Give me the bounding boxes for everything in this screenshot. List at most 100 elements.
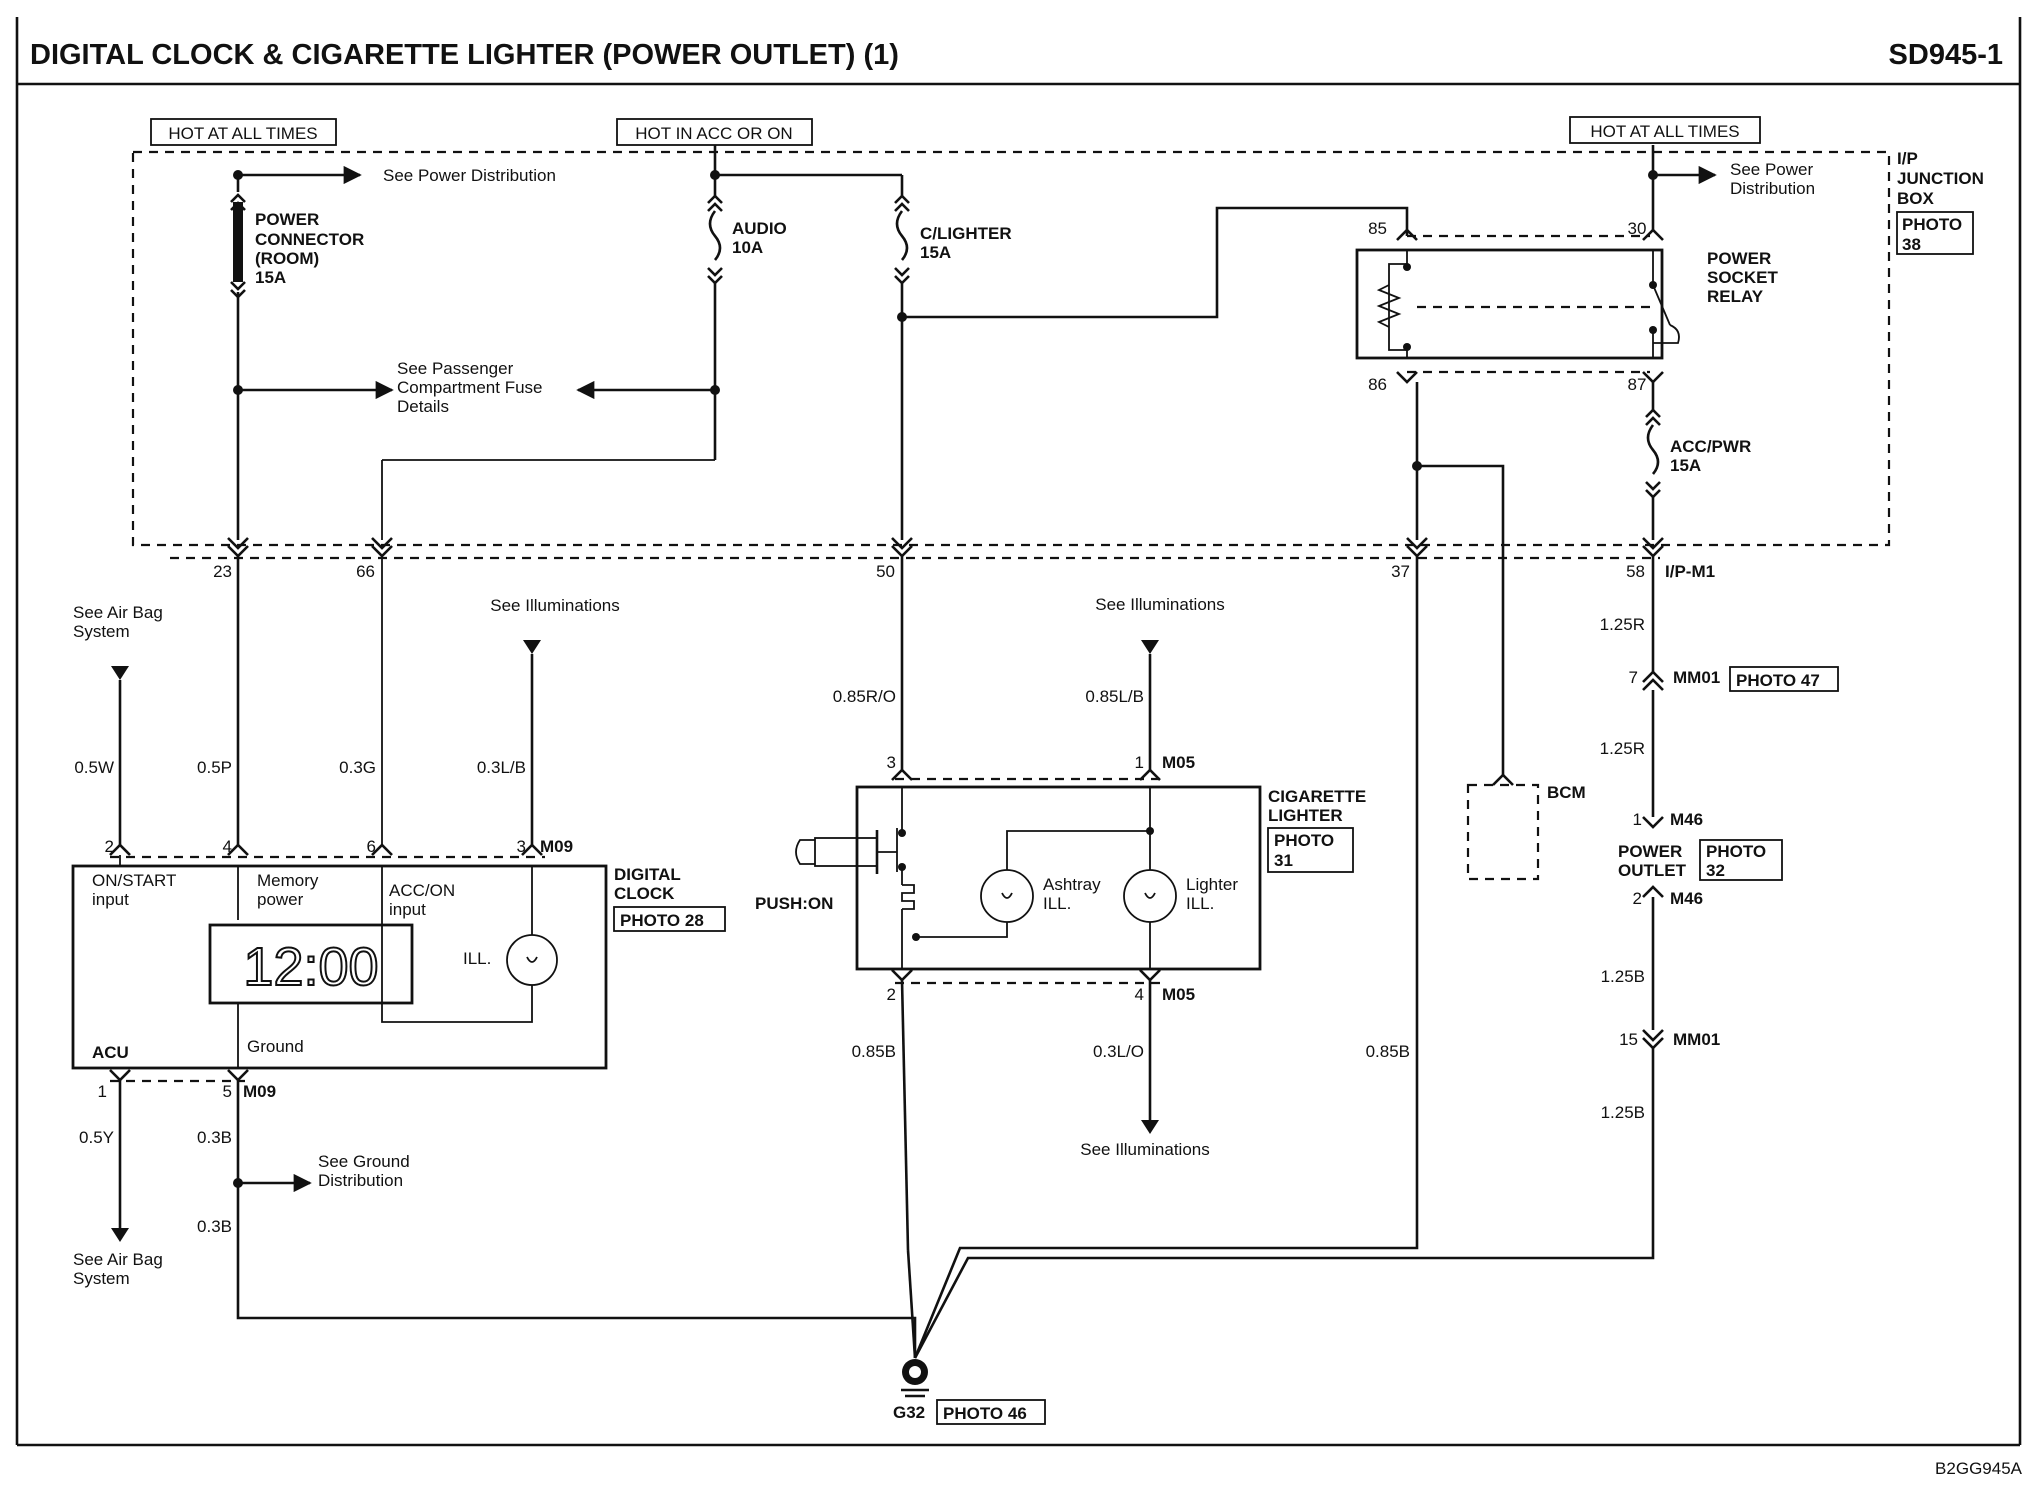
svg-text:M46: M46 xyxy=(1670,810,1703,829)
svg-text:1: 1 xyxy=(1633,810,1642,829)
svg-text:MM01: MM01 xyxy=(1673,668,1720,687)
wire-085ro: 0.85R/O xyxy=(833,687,896,706)
wire-085b-b: 0.85B xyxy=(1366,1042,1410,1061)
wire-03g: 0.3G xyxy=(339,758,376,777)
clock-pins-top: 2 4 6 3 M09 xyxy=(105,837,574,856)
svg-text:I/P: I/P xyxy=(1897,149,1918,168)
jb-pin-50: 50 xyxy=(876,562,895,581)
cigarette-lighter xyxy=(855,785,1262,971)
svg-text:power: power xyxy=(257,890,304,909)
clock-pins-bottom: 1 5 M09 xyxy=(98,1069,276,1101)
power-outlet: 1 M46 POWER OUTLET PHOTO 32 2 M46 xyxy=(1618,810,1783,908)
svg-text:input: input xyxy=(389,900,426,919)
relay-label: POWER SOCKET RELAY xyxy=(1707,249,1778,306)
svg-text:CONNECTOR: CONNECTOR xyxy=(255,230,364,249)
svg-text:SOCKET: SOCKET xyxy=(1707,268,1778,287)
wire-05p: 0.5P xyxy=(197,758,232,777)
svg-text:See Ground: See Ground xyxy=(318,1152,410,1171)
svg-text:PHOTO 47: PHOTO 47 xyxy=(1736,671,1820,690)
airbag-top-ref: See Air Bag System xyxy=(73,603,163,856)
svg-text:(ROOM): (ROOM) xyxy=(255,249,319,268)
illum-ref-lighter-bottom: See Illuminations xyxy=(1080,980,1210,1159)
svg-text:HOT AT ALL TIMES: HOT AT ALL TIMES xyxy=(168,124,317,143)
wire-125r-b: 1.25R xyxy=(1600,739,1645,758)
svg-text:ON/START: ON/START xyxy=(92,871,176,890)
svg-text:M46: M46 xyxy=(1670,889,1703,908)
svg-text:10A: 10A xyxy=(732,238,763,257)
svg-text:Distribution: Distribution xyxy=(318,1171,403,1190)
svg-text:PUSH:ON: PUSH:ON xyxy=(755,894,833,913)
fuse-c-lighter-label: C/LIGHTER 15A xyxy=(920,224,1012,262)
svg-text:4: 4 xyxy=(223,837,232,856)
svg-text:ACC/ON: ACC/ON xyxy=(389,881,455,900)
page-title: DIGITAL CLOCK & CIGARETTE LIGHTER (POWER… xyxy=(30,39,899,71)
power-socket-relay xyxy=(1355,248,1664,360)
svg-text:input: input xyxy=(92,890,129,909)
bcm-label: BCM xyxy=(1547,783,1586,802)
fuse-power-connector-label: POWER CONNECTOR (ROOM) 15A xyxy=(255,210,364,287)
svg-text:31: 31 xyxy=(1274,851,1293,870)
svg-text:Ashtray: Ashtray xyxy=(1043,875,1101,894)
jb-pin-37: 37 xyxy=(1391,562,1410,581)
svg-text:C/LIGHTER: C/LIGHTER xyxy=(920,224,1012,243)
wire-03lb: 0.3L/B xyxy=(477,758,526,777)
svg-text:ACU: ACU xyxy=(92,1043,129,1062)
svg-text:38: 38 xyxy=(1902,235,1921,254)
svg-text:PHOTO 28: PHOTO 28 xyxy=(620,911,704,930)
relay-pin-30: 30 xyxy=(1628,219,1647,238)
wire-05w: 0.5W xyxy=(74,758,114,777)
lighter-internals: Ashtray ILL. Lighter ILL. xyxy=(896,787,1238,969)
illum-ref-clock: See Illuminations xyxy=(490,596,620,856)
hot-label-right: HOT AT ALL TIMES xyxy=(1569,116,1761,144)
svg-text:5: 5 xyxy=(223,1082,232,1101)
jb-connector-id: I/P-M1 xyxy=(1665,562,1715,581)
svg-text:Lighter: Lighter xyxy=(1186,875,1238,894)
svg-text:15A: 15A xyxy=(1670,456,1701,475)
svg-text:15A: 15A xyxy=(255,268,286,287)
hot-label-left: HOT AT ALL TIMES xyxy=(150,118,337,146)
svg-text:RELAY: RELAY xyxy=(1707,287,1764,306)
relay-pin-85: 85 xyxy=(1368,219,1387,238)
airbag-bottom-ref: See Air Bag System xyxy=(73,1080,163,1288)
relay-pin-87: 87 xyxy=(1628,375,1647,394)
ground-dist-ref: See Ground Distribution xyxy=(318,1152,410,1190)
svg-text:System: System xyxy=(73,1269,130,1288)
svg-text:See Power: See Power xyxy=(1730,160,1813,179)
svg-text:POWER: POWER xyxy=(255,210,319,229)
svg-text:ACC/PWR: ACC/PWR xyxy=(1670,437,1751,456)
see-power-dist-right: See Power Distribution xyxy=(1730,160,1815,198)
wire-05y: 0.5Y xyxy=(79,1128,114,1147)
svg-text:See Illuminations: See Illuminations xyxy=(1095,595,1224,614)
fuse-audio-label: AUDIO 10A xyxy=(732,219,787,257)
see-power-dist-left: See Power Distribution xyxy=(383,166,556,185)
wire-03b-a: 0.3B xyxy=(197,1128,232,1147)
svg-text:DIGITAL: DIGITAL xyxy=(614,865,681,884)
ground-g32: G32 PHOTO 46 xyxy=(893,1359,1046,1425)
svg-text:Distribution: Distribution xyxy=(1730,179,1815,198)
wire-lighter-ground xyxy=(900,979,917,1359)
svg-text:CLOCK: CLOCK xyxy=(614,884,675,903)
clock-display-text: 12:00 xyxy=(243,937,378,997)
svg-text:See Passenger: See Passenger xyxy=(397,359,514,378)
lighter-name: CIGARETTE LIGHTER PHOTO 31 xyxy=(1267,787,1366,873)
junction-box-outline xyxy=(131,150,1891,547)
svg-text:See Illuminations: See Illuminations xyxy=(490,596,619,615)
clock-internals: ON/START input Memory power ACC/ON input… xyxy=(92,855,558,1068)
svg-text:3: 3 xyxy=(517,837,526,856)
svg-text:PHOTO: PHOTO xyxy=(1274,831,1334,850)
svg-text:Ground: Ground xyxy=(247,1037,304,1056)
wire-relay-86 xyxy=(913,382,1514,1359)
svg-text:M09: M09 xyxy=(243,1082,276,1101)
svg-text:ILL.: ILL. xyxy=(1186,894,1214,913)
diagram-code: SD945-1 xyxy=(1889,39,2003,71)
svg-text:M09: M09 xyxy=(540,837,573,856)
svg-text:HOT AT ALL TIMES: HOT AT ALL TIMES xyxy=(1590,122,1739,141)
svg-text:AUDIO: AUDIO xyxy=(732,219,787,238)
digital-clock xyxy=(71,864,608,1070)
svg-text:JUNCTION: JUNCTION xyxy=(1897,169,1984,188)
lighter-pins-top: 3 1 M05 xyxy=(887,753,1196,772)
svg-text:4: 4 xyxy=(1135,985,1144,1004)
svg-text:Details: Details xyxy=(397,397,449,416)
mm01-top: 7 MM01 PHOTO 47 xyxy=(1629,666,1839,692)
bcm-box xyxy=(1466,783,1540,881)
